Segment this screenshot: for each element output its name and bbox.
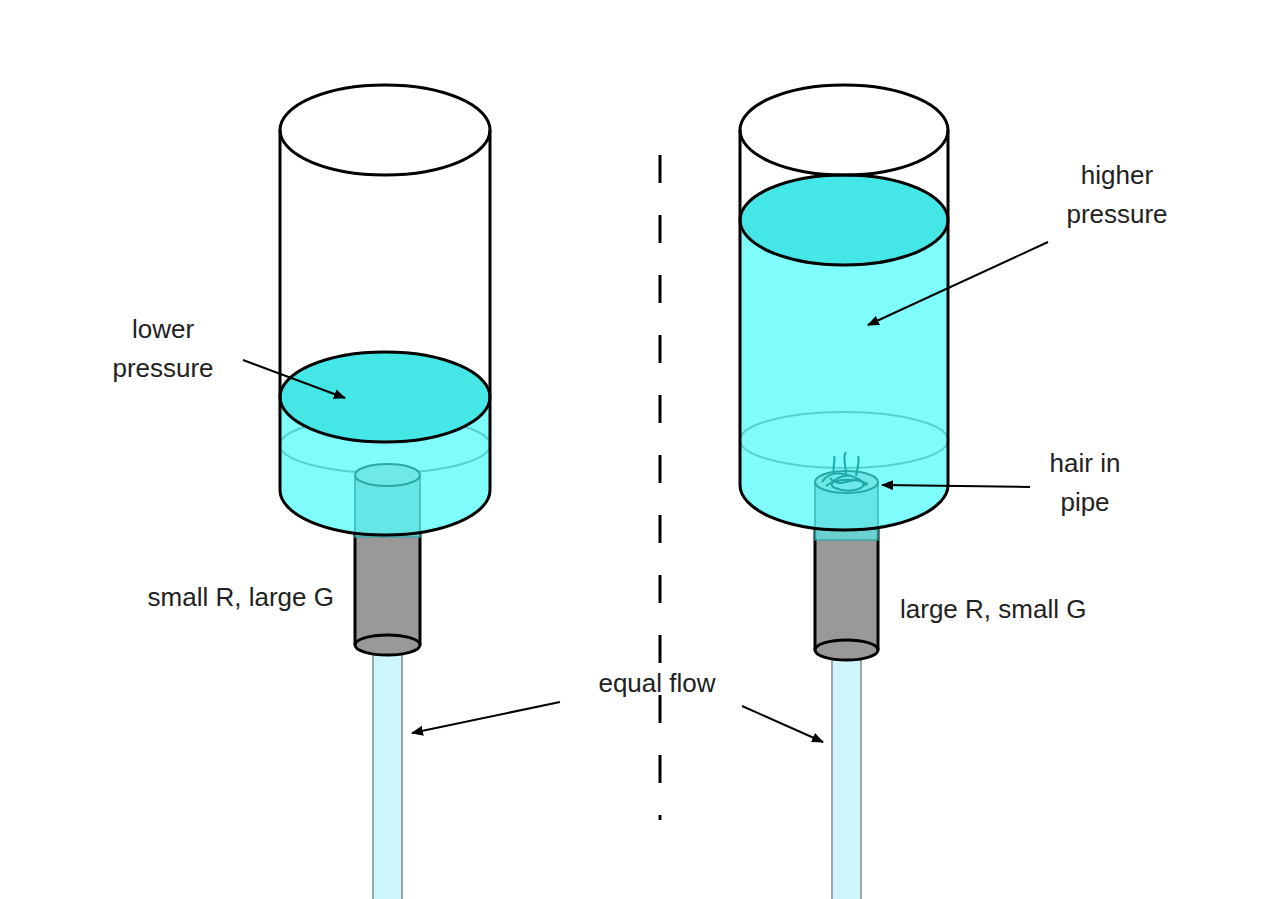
label-text: large R, small G [900,590,1160,629]
right-assembly [740,85,948,899]
label-text: equal flow [567,664,747,703]
leader-lines [243,242,1048,742]
label-text: hair in pipe [1025,444,1145,522]
label-text: small R, large G [74,578,334,617]
divider-line [659,155,662,820]
hair-clump [822,452,868,490]
label-text: higher pressure [1032,156,1202,234]
left-assembly [280,85,490,899]
label-text: lower pressure [93,310,233,388]
